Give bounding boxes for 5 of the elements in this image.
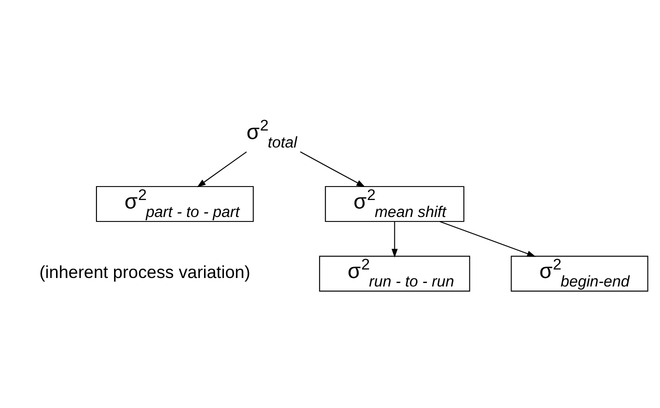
arrow xyxy=(196,151,248,188)
arrow xyxy=(392,221,398,258)
arrow xyxy=(300,151,366,188)
arrow xyxy=(439,221,536,257)
node-label: (inherent process variation) xyxy=(39,262,250,282)
